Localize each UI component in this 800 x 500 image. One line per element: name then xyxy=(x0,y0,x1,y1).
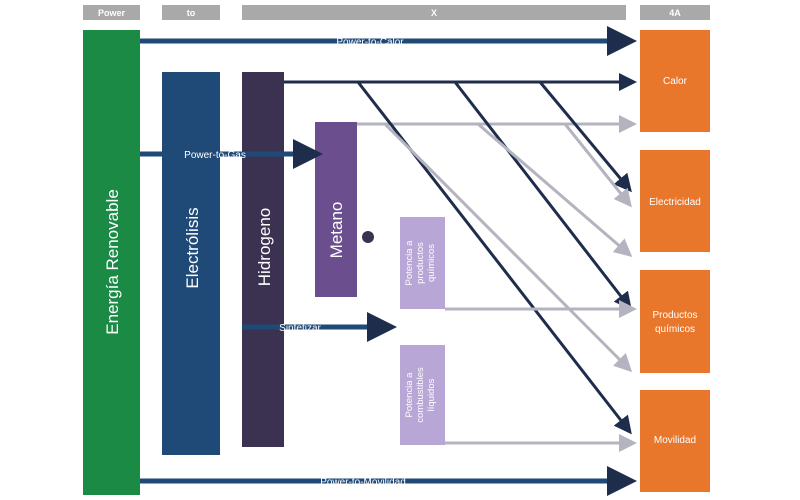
productos-label-2: químicos xyxy=(655,324,695,335)
energia-renovable-label: Energía Renovable xyxy=(103,189,122,335)
metano-diagonal-1 xyxy=(383,122,633,373)
hidrogeno-diagonal-3 xyxy=(538,81,632,193)
hidrogeno-diagonal-2 xyxy=(453,81,632,311)
potencia-quimicos-label-2: productos xyxy=(415,242,426,284)
metano-label: Metano xyxy=(327,202,346,259)
power-to-gas-label: Power-to-Gas xyxy=(184,150,246,161)
electricidad-block xyxy=(640,150,710,252)
power-to-calor-label: Power-to-Calor xyxy=(336,37,404,48)
header-to: to xyxy=(162,5,220,20)
movilidad-block xyxy=(640,390,710,492)
electricidad-label: Electricidad xyxy=(649,197,701,208)
productos-quimicos-block xyxy=(640,270,710,373)
header-power: Power xyxy=(83,5,140,20)
productos-label-1: Productos xyxy=(652,310,697,321)
metano-diagonal-2 xyxy=(477,122,633,257)
header-4a: 4A xyxy=(640,5,710,20)
potencia-quimicos-block xyxy=(400,217,445,309)
energia-renovable-block xyxy=(83,30,140,495)
electrolisis-label: Electrólisis xyxy=(183,207,202,288)
potencia-combustibles-label-2: combustibles xyxy=(415,367,426,423)
electrolisis-block xyxy=(162,72,220,455)
potencia-combustibles-label-3: líquidos xyxy=(426,378,437,411)
movilidad-label: Movilidad xyxy=(654,435,696,446)
hidrogeno-label: Hidrogeno xyxy=(255,208,274,286)
potencia-quimicos-label-1: Potencia a xyxy=(404,240,415,286)
sintetizar-label: Sintetizar xyxy=(279,323,321,334)
potencia-combustibles-block xyxy=(400,345,445,445)
power-to-movilidad-label: Power-to-Movilidad xyxy=(320,477,406,488)
metano-dot xyxy=(362,231,374,243)
metano-diagonal-3 xyxy=(563,123,632,208)
calor-block xyxy=(640,30,710,132)
calor-label: Calor xyxy=(663,76,688,87)
hidrogeno-block xyxy=(242,72,284,447)
potencia-combustibles-label-1: Potencia a xyxy=(404,372,415,418)
potencia-quimicos-label-3: químicos xyxy=(426,244,437,282)
header-x: X xyxy=(242,5,626,20)
